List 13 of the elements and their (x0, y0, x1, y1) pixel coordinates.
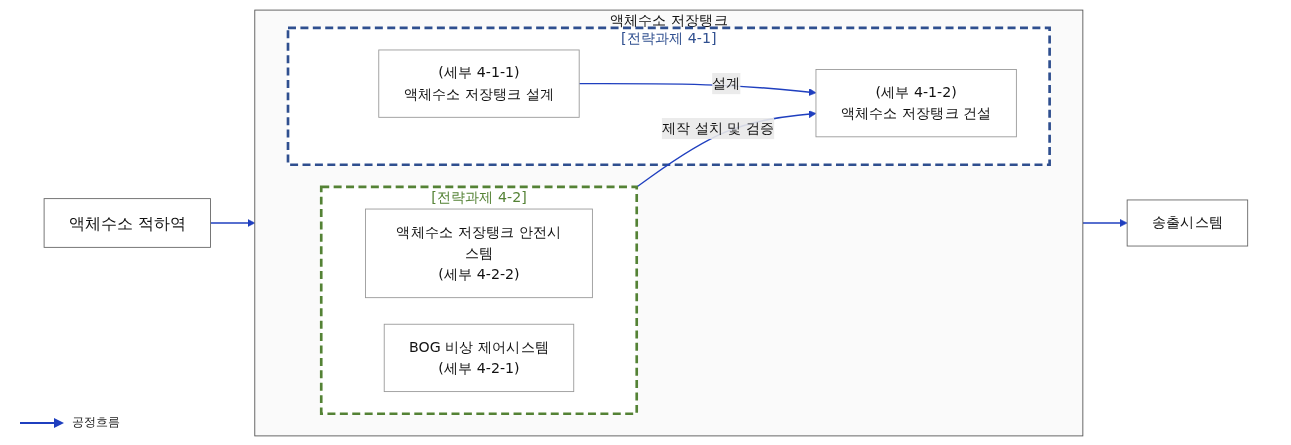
node-box: (세부 4-1-2) 액체수소 저장탱크 건설 (815, 68, 1017, 137)
node-box: 액체수소 적하역 (43, 197, 211, 248)
edge-label: 제작 설치 및 검증 (661, 119, 775, 137)
edge-label: 설계 (711, 74, 741, 92)
node-box: 액체수소 저장탱크 안전시스템 (세부 4-2-2) (364, 208, 593, 298)
node-box: 송출시스템 (1126, 199, 1248, 246)
node-box: (세부 4-1-1) 액체수소 저장탱크 설계 (377, 49, 580, 118)
arrow (209, 218, 255, 227)
arrow (1081, 218, 1128, 227)
arrow (635, 109, 816, 188)
arrow (578, 82, 816, 96)
node-box: BOG 비상 제어시스템 (세부 4-2-1) (383, 323, 574, 392)
legend-text: 공정흐름 (72, 414, 120, 431)
